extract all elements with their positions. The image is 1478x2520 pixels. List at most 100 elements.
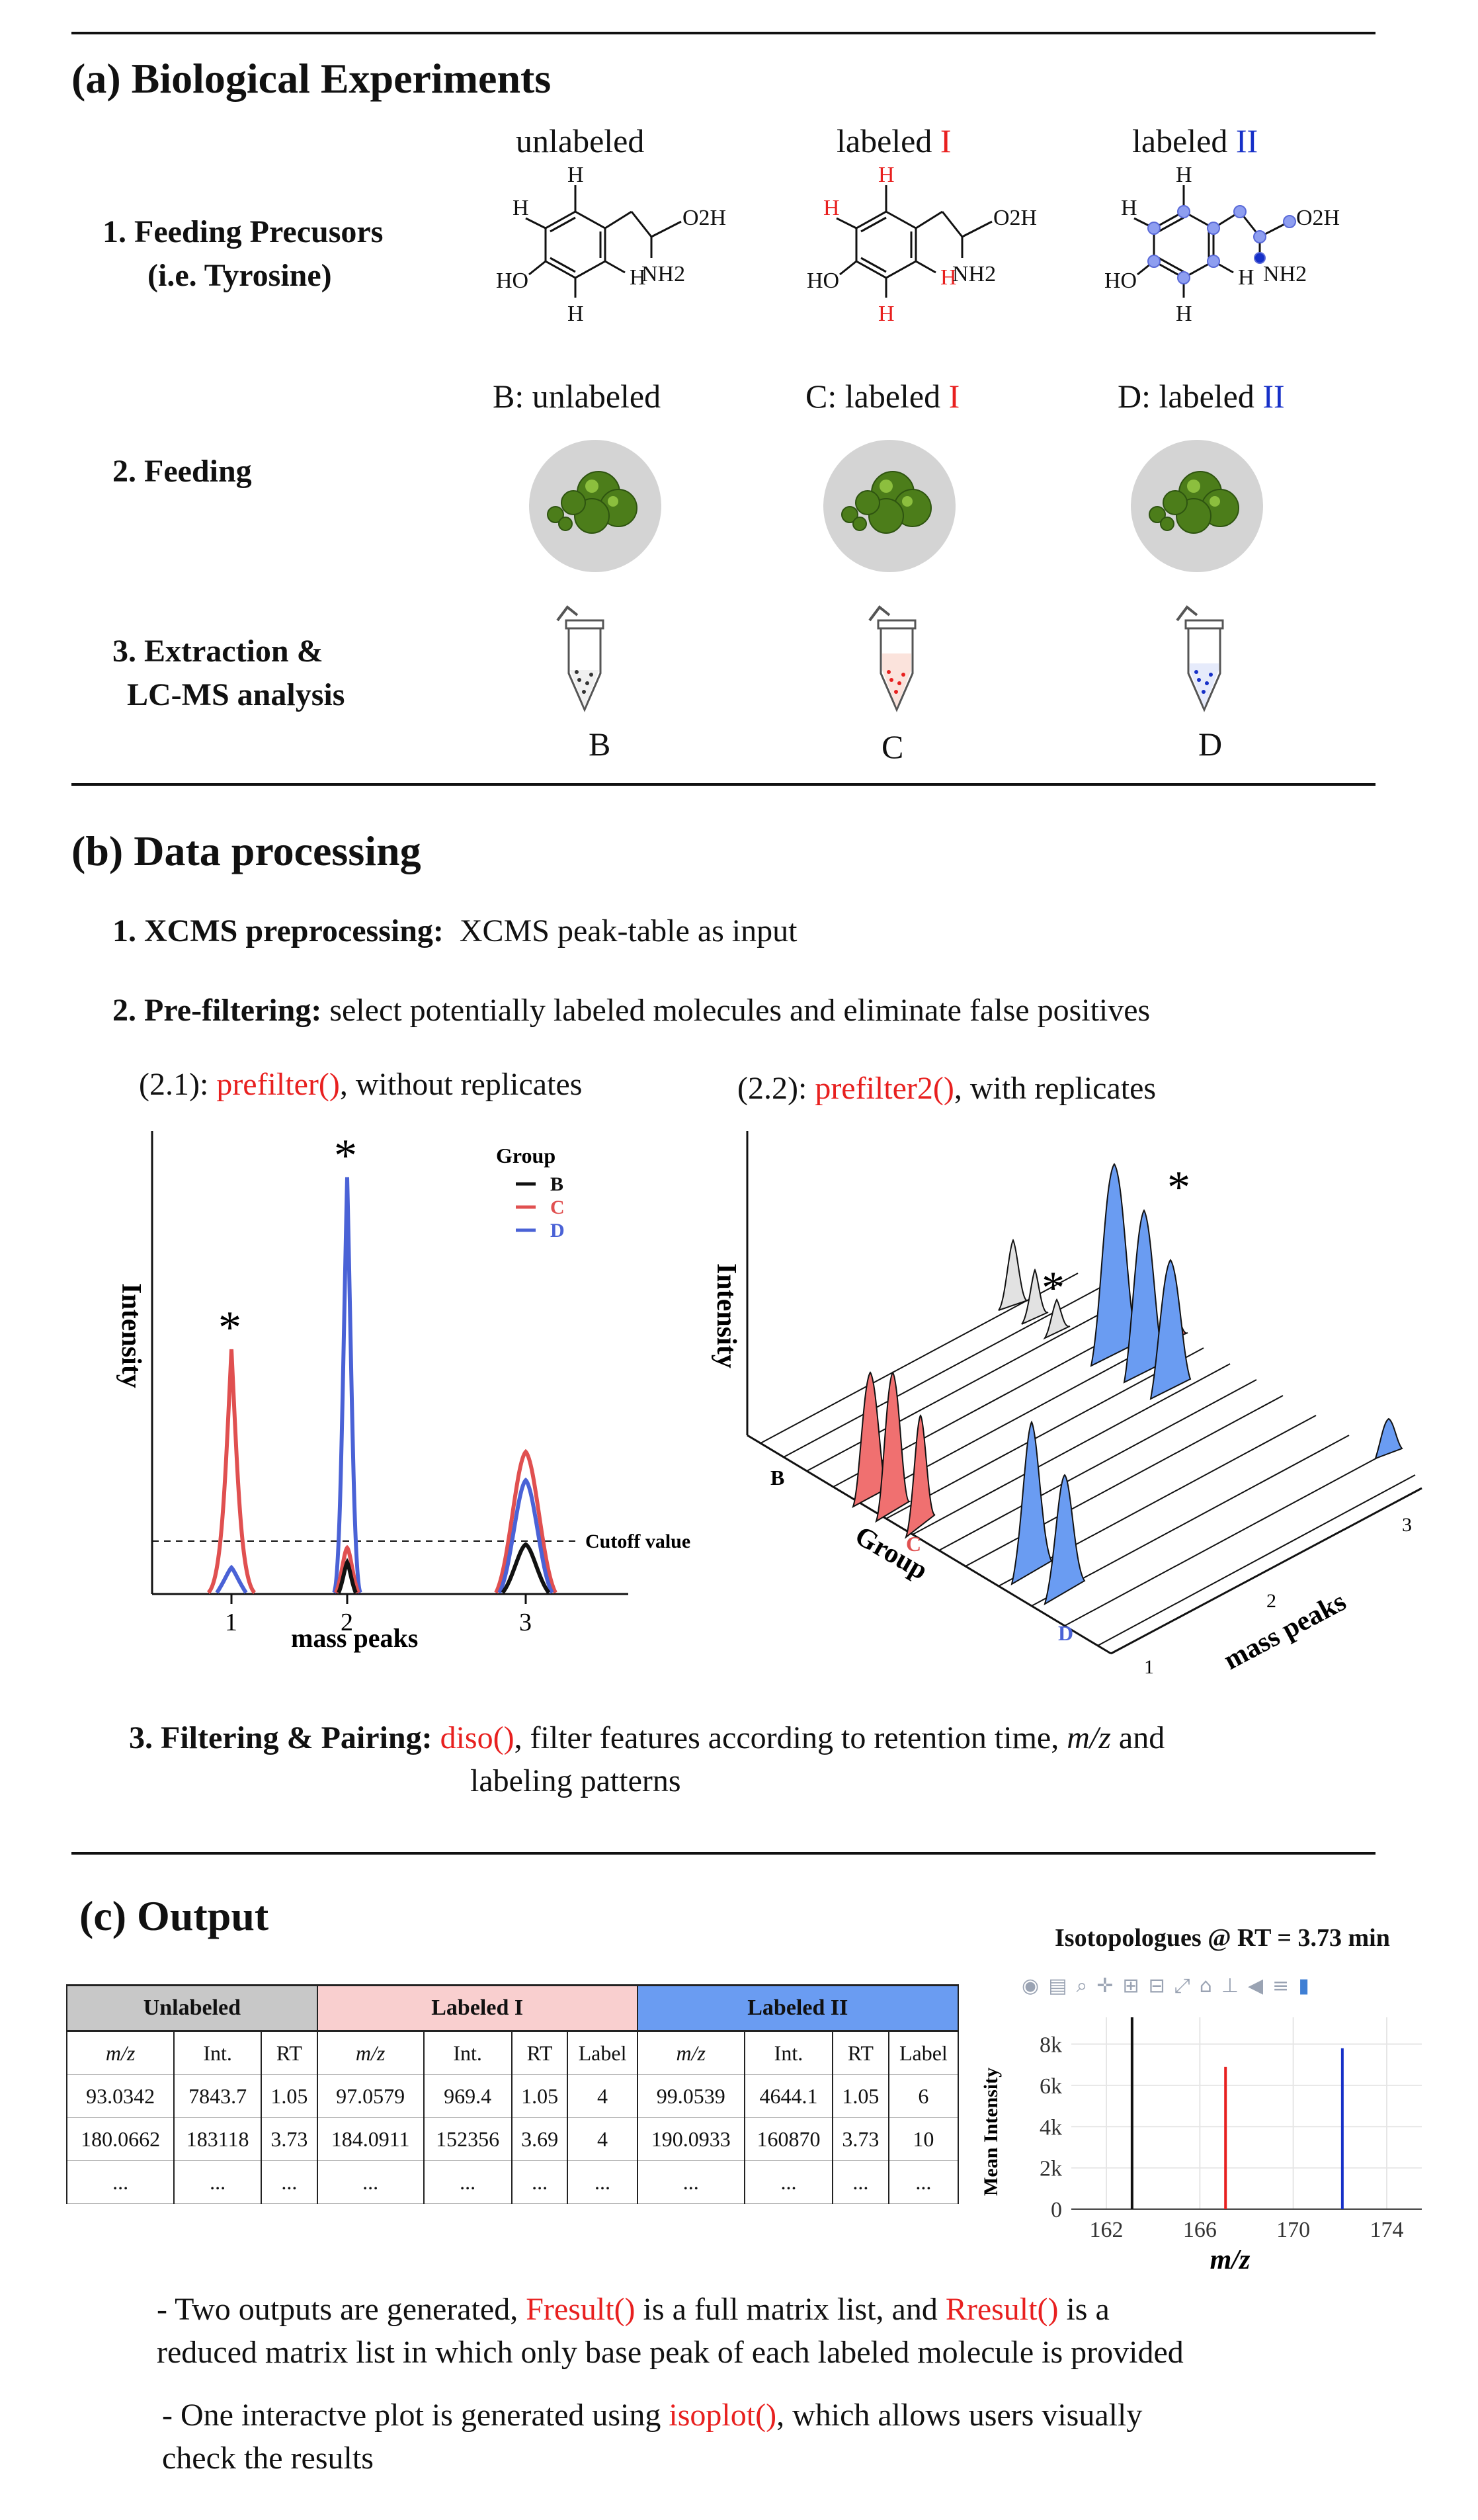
zoom-icon[interactable]: ⌕ (1076, 1974, 1097, 1997)
atom-ho: HO (1104, 269, 1137, 293)
xtick: 1 (1144, 1656, 1154, 1678)
cell: 99.0539 (636, 2074, 745, 2118)
molecule-labeled-1: H H H H HO O2H NH2 (807, 163, 1037, 326)
group-header-unlabeled: Unlabeled (66, 1984, 317, 2032)
cell: 6 (887, 2074, 960, 2118)
tube-icon-c (868, 605, 917, 712)
hover-closest-icon[interactable]: ◀ (1247, 1974, 1273, 1997)
atom-h: H (1176, 302, 1192, 326)
zoom-out-icon[interactable]: ⊟ (1148, 1974, 1174, 1997)
ytick-label: 4k (1040, 2115, 1062, 2140)
section-a-title: (a) Biological Experiments (71, 55, 552, 102)
cell: 1.05 (832, 2074, 889, 2118)
atom-o2h: O2H (993, 206, 1037, 230)
legend-c: C (550, 1197, 565, 1218)
cell: ... (423, 2160, 512, 2204)
col-rt: RT (511, 2031, 568, 2075)
atom-ho: HO (807, 269, 839, 293)
ytick-label: 8k (1040, 2033, 1062, 2058)
atom-ho: HO (496, 269, 528, 293)
legend-d: D (550, 1220, 565, 1241)
xtick-label: 162 (1090, 2218, 1124, 2242)
home-icon[interactable]: ⌂ (1199, 1974, 1221, 1997)
atom-h: H (1238, 265, 1254, 290)
ytick-label: 6k (1040, 2074, 1062, 2099)
table-row: ... ... ... ... ... ... ... ... ... ... … (65, 2160, 960, 2204)
cell: ... (173, 2160, 261, 2204)
cell: 3.69 (511, 2117, 568, 2161)
col-label: Label (567, 2031, 637, 2075)
atom-h: H (567, 163, 584, 187)
cell: 7843.7 (173, 2074, 261, 2118)
plant-culture-c (823, 440, 956, 572)
cell: 4 (567, 2117, 637, 2161)
save-icon[interactable]: ▤ (1048, 1974, 1077, 1997)
col-rt: RT (832, 2031, 889, 2075)
spike-icon[interactable]: ⊥ (1221, 1974, 1248, 1997)
cell: ... (887, 2160, 960, 2204)
camera-icon[interactable]: ◉ (1022, 1974, 1049, 1997)
cell: 4 (567, 2074, 637, 2118)
plot2-ylabel: Intensity (711, 1263, 741, 1368)
hover-compare-icon[interactable]: ≡ (1272, 1974, 1299, 1997)
atom-h: H (1176, 163, 1192, 187)
group-b: B (770, 1466, 784, 1490)
xtick: 2 (1266, 1590, 1276, 1612)
cell: ... (511, 2160, 568, 2204)
section-c-title: (c) Output (79, 1892, 269, 1939)
rule-b-c (71, 1852, 1375, 1855)
cell: 969.4 (423, 2074, 512, 2118)
cell: 184.0911 (316, 2117, 424, 2161)
cell: 10 (887, 2117, 960, 2161)
star-marker: * (334, 1130, 357, 1181)
cell: 93.0342 (65, 2074, 175, 2118)
atom-nh2: NH2 (1263, 262, 1307, 286)
atom-h: H (567, 302, 584, 326)
cell: ... (65, 2160, 175, 2204)
plot1-ylabel: Intensity (116, 1283, 146, 1388)
subtitle-prefilter: (2.1): prefilter(), without replicates (139, 1067, 583, 1102)
star-marker: * (1167, 1162, 1190, 1213)
plant-culture-b (529, 440, 661, 572)
legend-b: B (550, 1173, 563, 1195)
cell: ... (832, 2160, 889, 2204)
cell: 152356 (423, 2117, 512, 2161)
top-rule (71, 32, 1375, 34)
pan-icon[interactable]: ✛ (1096, 1974, 1123, 1997)
star-marker: * (1042, 1263, 1065, 1314)
plotly-logo-icon[interactable]: ▮ (1298, 1974, 1319, 1997)
zoom-in-icon[interactable]: ⊞ (1122, 1974, 1149, 1997)
section-b-title: (b) Data processing (71, 827, 421, 874)
ytick-label: 2k (1040, 2157, 1062, 2181)
col-mz: m/z (316, 2031, 424, 2075)
xtick: 2 (341, 1609, 353, 1636)
col-rt: RT (260, 2031, 317, 2075)
cell: ... (316, 2160, 424, 2204)
xtick: 3 (519, 1609, 532, 1636)
rule-a-b (71, 783, 1375, 786)
output-note-2: - One interactve plot is generated using… (162, 2398, 1143, 2476)
tube-label-d: D (1198, 726, 1223, 763)
atom-h: H (1121, 196, 1137, 220)
atom-nh2: NH2 (952, 262, 996, 286)
atom-h: H (630, 265, 646, 290)
col-mz: m/z (65, 2031, 175, 2075)
cell: ... (567, 2160, 637, 2204)
cell: ... (636, 2160, 745, 2204)
atom-h: H (513, 196, 529, 220)
tube-label-b: B (589, 726, 611, 763)
subtitle-prefilter2: (2.2): prefilter2(), with replicates (737, 1071, 1157, 1106)
output-table: Unlabeled Labeled I Labeled II m/z Int. … (65, 1984, 960, 2204)
plot2-xlabel: mass peaks (1219, 1586, 1351, 1675)
cell: 3.73 (260, 2117, 317, 2161)
cell: 180.0662 (65, 2117, 175, 2161)
plot-prefilter: Cutoff value * * Intensity mass peaks 1 … (116, 1130, 690, 1653)
autoscale-icon[interactable]: ⤢ (1174, 1974, 1200, 1997)
col-int: Int. (743, 2031, 833, 2075)
legend-title: Group (496, 1144, 555, 1167)
step-feeding-precursors: 1. Feeding Precusors (i.e. Tyrosine) (103, 214, 384, 294)
ytick-label: 0 (1051, 2198, 1062, 2222)
isoplot-title: Isotopologues @ RT = 3.73 min (1055, 1924, 1390, 1952)
feed-label-c: C: labeled I (805, 378, 960, 415)
